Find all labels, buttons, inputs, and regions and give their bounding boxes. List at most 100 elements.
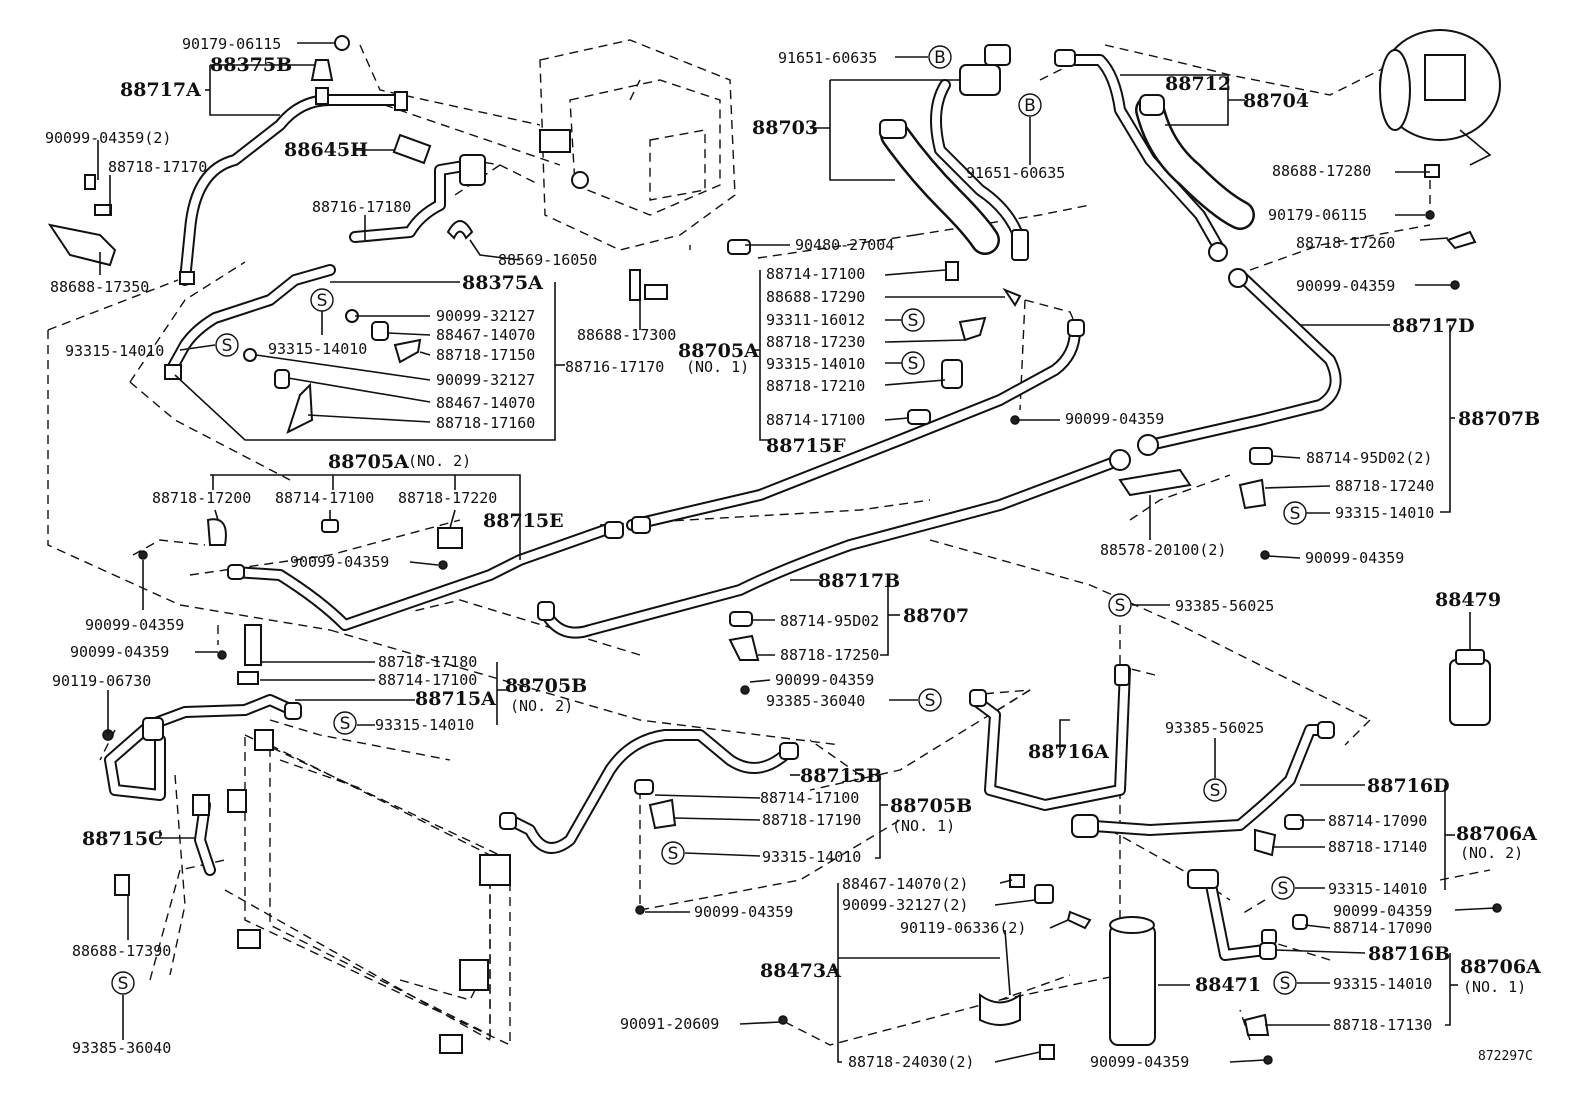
label-88707: 88707	[903, 605, 969, 627]
label-88718-17210: 88718-17210	[766, 377, 865, 395]
b-marker-text: B	[934, 48, 946, 68]
label-88715A: 88715A	[415, 688, 496, 710]
label-90099-04359: 90099-04359	[290, 553, 389, 571]
label-90099-32127-2: 90099-32127(2)	[842, 896, 968, 914]
s-marker-text: S	[340, 714, 351, 734]
label-90099-04359: 90099-04359	[1065, 410, 1164, 428]
label-no1: (NO. 1)	[686, 358, 749, 376]
label-93385-36040: 93385-36040	[766, 692, 865, 710]
s-marker-text: S	[1290, 504, 1301, 524]
label-88569-16050: 88569-16050	[498, 251, 597, 269]
s-marker	[333, 711, 357, 735]
s-marker-text: S	[118, 974, 129, 994]
label-88718-17190: 88718-17190	[762, 811, 861, 829]
label-90099-04359: 90099-04359	[1296, 277, 1395, 295]
label-88473A: 88473A	[760, 960, 841, 982]
label-no2: (NO. 2)	[1460, 844, 1523, 862]
label-88714-17090: 88714-17090	[1328, 812, 1427, 830]
pipes	[104, 54, 1342, 961]
s-marker	[918, 688, 942, 712]
label-88706A: 88706A	[1456, 823, 1537, 845]
label-93315-14010: 93315-14010	[762, 848, 861, 866]
label-88645H: 88645H	[284, 139, 368, 161]
part-labels: 90179-06115 88375B 88717A 90099-04359(2)…	[45, 35, 1541, 1071]
label-88717D: 88717D	[1392, 315, 1475, 337]
label-88703: 88703	[752, 117, 818, 139]
s-marker-text: S	[925, 691, 936, 711]
label-88471: 88471	[1195, 974, 1261, 996]
label-88715C: 88715C	[82, 828, 163, 850]
s-marker-text: S	[908, 311, 919, 331]
label-88688-17350: 88688-17350	[50, 278, 149, 296]
s-marker	[215, 333, 239, 357]
label-88714-17100: 88714-17100	[275, 489, 374, 507]
b-marker	[1018, 93, 1042, 117]
label-90099-04359-2: 90099-04359(2)	[45, 129, 171, 147]
dashed-assembly-lines	[47, 44, 1491, 1046]
label-88375B: 88375B	[210, 54, 292, 76]
label-88718-24030-2: 88718-24030(2)	[848, 1053, 974, 1071]
label-88718-17220: 88718-17220	[398, 489, 497, 507]
label-no1: (NO. 1)	[892, 817, 955, 835]
label-93385-56025: 93385-56025	[1175, 597, 1274, 615]
s-marker-text: S	[317, 291, 328, 311]
b-marker	[928, 45, 952, 69]
label-88705B: 88705B	[505, 675, 587, 697]
label-93315-14010: 93315-14010	[65, 342, 164, 360]
label-90091-20609: 90091-20609	[620, 1015, 719, 1033]
label-88688-17390: 88688-17390	[72, 942, 171, 960]
b-marker-text: B	[1024, 96, 1036, 116]
label-88718-17130: 88718-17130	[1333, 1016, 1432, 1034]
label-88704: 88704	[1243, 90, 1309, 112]
s-marker-text: S	[1280, 974, 1291, 994]
s-marker-text: S	[222, 336, 233, 356]
label-88714-17100: 88714-17100	[760, 789, 859, 807]
label-90179-06115: 90179-06115	[1268, 206, 1367, 224]
label-88705A: 88705A	[328, 451, 409, 473]
s-marker	[1273, 971, 1297, 995]
label-88718-17240: 88718-17240	[1335, 477, 1434, 495]
label-88714-17100: 88714-17100	[766, 265, 865, 283]
label-88375A: 88375A	[462, 272, 543, 294]
label-88479: 88479	[1435, 589, 1501, 611]
compressor	[1379, 29, 1501, 166]
s-marker	[661, 841, 685, 865]
label-93315-14010: 93315-14010	[1335, 504, 1434, 522]
label-88716-17170: 88716-17170	[565, 358, 664, 376]
label-88718-17180: 88718-17180	[378, 653, 477, 671]
s-marker-text: S	[1210, 781, 1221, 801]
label-88718-17250: 88718-17250	[780, 646, 879, 664]
label-88716-17180: 88716-17180	[312, 198, 411, 216]
label-90099-04359: 90099-04359	[775, 671, 874, 689]
label-90480-27004: 90480-27004	[795, 236, 894, 254]
label-88718-17260: 88718-17260	[1296, 234, 1395, 252]
label-90119-06336-2: 90119-06336(2)	[900, 919, 1026, 937]
label-90099-04359: 90099-04359	[1305, 549, 1404, 567]
receiver-tank	[1109, 916, 1156, 1046]
label-no2: (NO. 2)	[408, 452, 471, 470]
label-88467-14070-2: 88467-14070(2)	[842, 875, 968, 893]
s-marker-text: S	[1115, 596, 1126, 616]
symbol-markers: S S S S S S S S S S S S S B	[111, 45, 1307, 995]
label-88715E: 88715E	[483, 510, 564, 532]
label-88718-17140: 88718-17140	[1328, 838, 1427, 856]
s-marker-text: S	[908, 354, 919, 374]
label-88718-17150: 88718-17150	[436, 346, 535, 364]
label-90099-32127: 90099-32127	[436, 371, 535, 389]
label-88718-17170: 88718-17170	[108, 158, 207, 176]
label-88714-17100: 88714-17100	[766, 411, 865, 429]
label-no1: (NO. 1)	[1463, 978, 1526, 996]
label-93315-14010: 93315-14010	[766, 355, 865, 373]
s-marker	[1271, 876, 1295, 900]
label-88688-17290: 88688-17290	[766, 288, 865, 306]
hoses	[880, 95, 1255, 255]
label-90099-04359: 90099-04359	[85, 616, 184, 634]
label-93385-36040: 93385-36040	[72, 1039, 171, 1057]
label-90099-04359: 90099-04359	[1090, 1053, 1189, 1071]
label-88714-17100: 88714-17100	[378, 671, 477, 689]
leader-lines	[97, 42, 1496, 1063]
label-91651-60635: 91651-60635	[778, 49, 877, 67]
components: S S S S S S S S S S S S S B	[47, 29, 1502, 1065]
label-88717B: 88717B	[818, 570, 900, 592]
receiver-bracket	[979, 884, 1055, 1060]
